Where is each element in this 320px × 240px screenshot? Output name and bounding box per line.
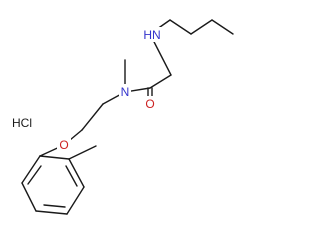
- bond-butyl-c1-c2: [211, 19, 234, 35]
- ether-o-label-bg: [57, 137, 71, 152]
- ether-o-label: O: [59, 138, 68, 152]
- amine-n-label: HN: [143, 28, 160, 42]
- bond-ring-5: [68, 158, 85, 188]
- bond-ring-3: [35, 210, 68, 215]
- bonds: [21, 19, 234, 215]
- amine-n-label-bg: [142, 27, 162, 42]
- bond-ring-1: [21, 155, 41, 184]
- carbonyl-o-label: O: [145, 97, 154, 111]
- bond-ring-methyl: [68, 145, 97, 160]
- bond-ring-2: [21, 182, 37, 212]
- bond-ring-6: [39, 155, 70, 160]
- salt-label: HCl: [12, 116, 32, 130]
- bond-ring-inner-3: [65, 165, 78, 187]
- bond-ch2-carbonyl: [149, 74, 172, 89]
- bond-butyl-c2-c3: [190, 19, 213, 35]
- amide-n-label: N: [121, 85, 130, 99]
- bond-ring-inner-1: [27, 165, 42, 185]
- bond-ring-inner-2: [43, 204, 66, 208]
- bond-butyl-c3-c4: [169, 19, 192, 35]
- structure-diagram: HN N O O HCl: [12, 19, 234, 215]
- bond-ch2a-ch2b: [81, 103, 104, 131]
- carbonyl-o-label-bg: [143, 96, 157, 111]
- bond-ring-4: [66, 186, 85, 215]
- amide-n-label-bg: [119, 84, 131, 99]
- atom-labels: HN N O O: [57, 27, 162, 152]
